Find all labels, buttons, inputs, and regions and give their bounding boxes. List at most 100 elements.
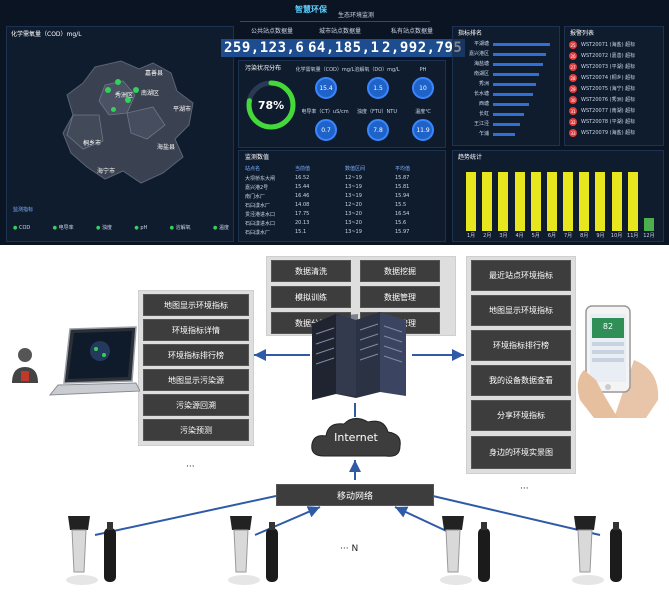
- trend-bar[interactable]: [611, 172, 622, 231]
- trend-bar[interactable]: [563, 172, 574, 231]
- web-map-pollution-sources[interactable]: 地图显示污染源: [143, 369, 249, 391]
- trend-bar[interactable]: [466, 172, 477, 231]
- indicator-do[interactable]: 1.5: [367, 77, 389, 99]
- alarm-item[interactable]: WST20077 (南湖) 超标: [581, 108, 636, 114]
- trend-bar[interactable]: [482, 172, 493, 231]
- web-env-indicator-ranking[interactable]: 环境指标排行榜: [143, 344, 249, 366]
- trend-bar[interactable]: [546, 172, 557, 231]
- ranking-bar[interactable]: [493, 43, 551, 46]
- ranking-item-name: 长虹: [478, 111, 489, 117]
- ranking-item-name: 南湖区: [473, 71, 489, 77]
- mobile-nearest-station[interactable]: 最近站点环境指标: [471, 260, 571, 291]
- ranking-bar[interactable]: [493, 123, 521, 126]
- trend-title: 趋势统计: [458, 154, 483, 161]
- mobile-my-device-data[interactable]: 我的设备数据查看: [471, 365, 571, 396]
- indicator-label: 化学需氧量（COD）mg/L: [295, 67, 355, 73]
- alarm-item[interactable]: WST20078 (平湖) 超标: [581, 119, 636, 125]
- function-data-management[interactable]: 数据管理: [360, 286, 440, 308]
- table-cell: 15.1: [295, 229, 307, 235]
- ranking-bar[interactable]: [493, 93, 533, 96]
- ranking-bar[interactable]: [493, 113, 524, 116]
- ranking-bar[interactable]: [493, 73, 539, 76]
- legend-item[interactable]: ● COD: [13, 225, 31, 231]
- alarm-item[interactable]: WST20075 (海宁) 超标: [581, 86, 636, 92]
- trend-bar[interactable]: [627, 172, 638, 231]
- alarm-item[interactable]: WST20079 (海盐) 超标: [581, 130, 636, 136]
- water-sensor-icon: [572, 516, 622, 585]
- station-marker[interactable]: [125, 97, 131, 103]
- alarm-item[interactable]: WST20073 (平湖) 超标: [581, 64, 636, 70]
- station-marker[interactable]: [105, 87, 111, 93]
- region-map[interactable]: [43, 55, 203, 195]
- function-data-cleaning[interactable]: 数据清洗: [271, 260, 351, 282]
- indicator-label: 溶解氧（DO）mg/L: [354, 67, 400, 73]
- legend-item[interactable]: ● 电导率: [52, 225, 74, 231]
- alarm-item[interactable]: WST20072 (嘉善) 超标: [581, 53, 636, 59]
- pollution-gauge: [246, 80, 296, 130]
- trend-bar[interactable]: [643, 218, 654, 231]
- web-pollution-source-trace[interactable]: 污染源回溯: [143, 394, 249, 416]
- indicator-cod[interactable]: 15.4: [315, 77, 337, 99]
- legend-item[interactable]: ● 浊度: [95, 225, 112, 231]
- indicator-label: 浊度（FTU）NTU: [357, 109, 397, 115]
- trend-tick-label: 2月: [483, 233, 492, 239]
- mobile-network-box[interactable]: 移动网络: [276, 484, 434, 506]
- legend-item[interactable]: ● 温度: [212, 225, 229, 231]
- ranking-bar[interactable]: [493, 83, 537, 86]
- trend-bar[interactable]: [498, 172, 509, 231]
- function-model-training[interactable]: 模拟训练: [271, 286, 351, 308]
- function-data-mining[interactable]: 数据挖掘: [360, 260, 440, 282]
- web-map-env-indicators[interactable]: 地图显示环境指标: [143, 294, 249, 316]
- legend-item[interactable]: ● 溶解氧: [169, 225, 191, 231]
- user-icon: [12, 348, 38, 383]
- trend-bar[interactable]: [579, 172, 590, 231]
- table-cell: 13~19: [345, 193, 362, 199]
- trend-tick-label: 8月: [580, 233, 589, 239]
- indicator-ct[interactable]: 0.7: [315, 119, 337, 141]
- alarm-item[interactable]: WST20076 (秀洲) 超标: [581, 97, 636, 103]
- table-cell: 15.81: [395, 184, 410, 190]
- table-cell: 石臼漾水厂: [245, 203, 271, 209]
- indicator-temp[interactable]: 11.9: [412, 119, 434, 141]
- web-pollution-forecast[interactable]: 污染预测: [143, 419, 249, 441]
- indicator-ph[interactable]: 10: [412, 77, 434, 99]
- ranking-bar[interactable]: [493, 63, 543, 66]
- ranking-bar[interactable]: [493, 133, 516, 136]
- station-marker[interactable]: [111, 107, 116, 112]
- alarm-item[interactable]: WST20071 (海盐) 超标: [581, 42, 636, 48]
- mobile-map-env-indicators[interactable]: 地图显示环境指标: [471, 295, 571, 326]
- table-cell: 嘉兴港2号: [245, 185, 269, 191]
- trend-bar[interactable]: [595, 172, 606, 231]
- station-marker[interactable]: [115, 79, 121, 85]
- indicator-ftu[interactable]: 7.8: [367, 119, 389, 141]
- mobile-share-indicators[interactable]: 分享环境指标: [471, 400, 571, 431]
- map-label-xiuzhou: 秀洲区: [115, 92, 134, 99]
- trend-bar[interactable]: [514, 172, 525, 231]
- web-env-indicator-detail[interactable]: 环境指标详情: [143, 319, 249, 341]
- table-cell: 南门水厂: [245, 194, 266, 200]
- legend-item[interactable]: ● pH: [134, 225, 148, 231]
- table-cell: 12~19: [345, 175, 362, 181]
- ranking-item-name: 嘉兴港区: [468, 51, 489, 57]
- water-sensor-icon: [66, 516, 116, 585]
- trend-bar[interactable]: [530, 172, 541, 231]
- alarm-item[interactable]: WST20074 (桐乡) 超标: [581, 75, 636, 81]
- mobile-env-indicator-ranking[interactable]: 环境指标排行榜: [471, 330, 571, 361]
- table-cell: 15.5: [395, 202, 407, 208]
- mobile-surrounding-photos[interactable]: 身边的环境实景图: [471, 436, 571, 469]
- table-cell: 15.94: [395, 193, 410, 199]
- ranking-bar[interactable]: [493, 53, 546, 56]
- station-marker[interactable]: [133, 87, 139, 93]
- ranking-bar[interactable]: [493, 103, 529, 106]
- trend-tick-label: 7月: [563, 233, 573, 239]
